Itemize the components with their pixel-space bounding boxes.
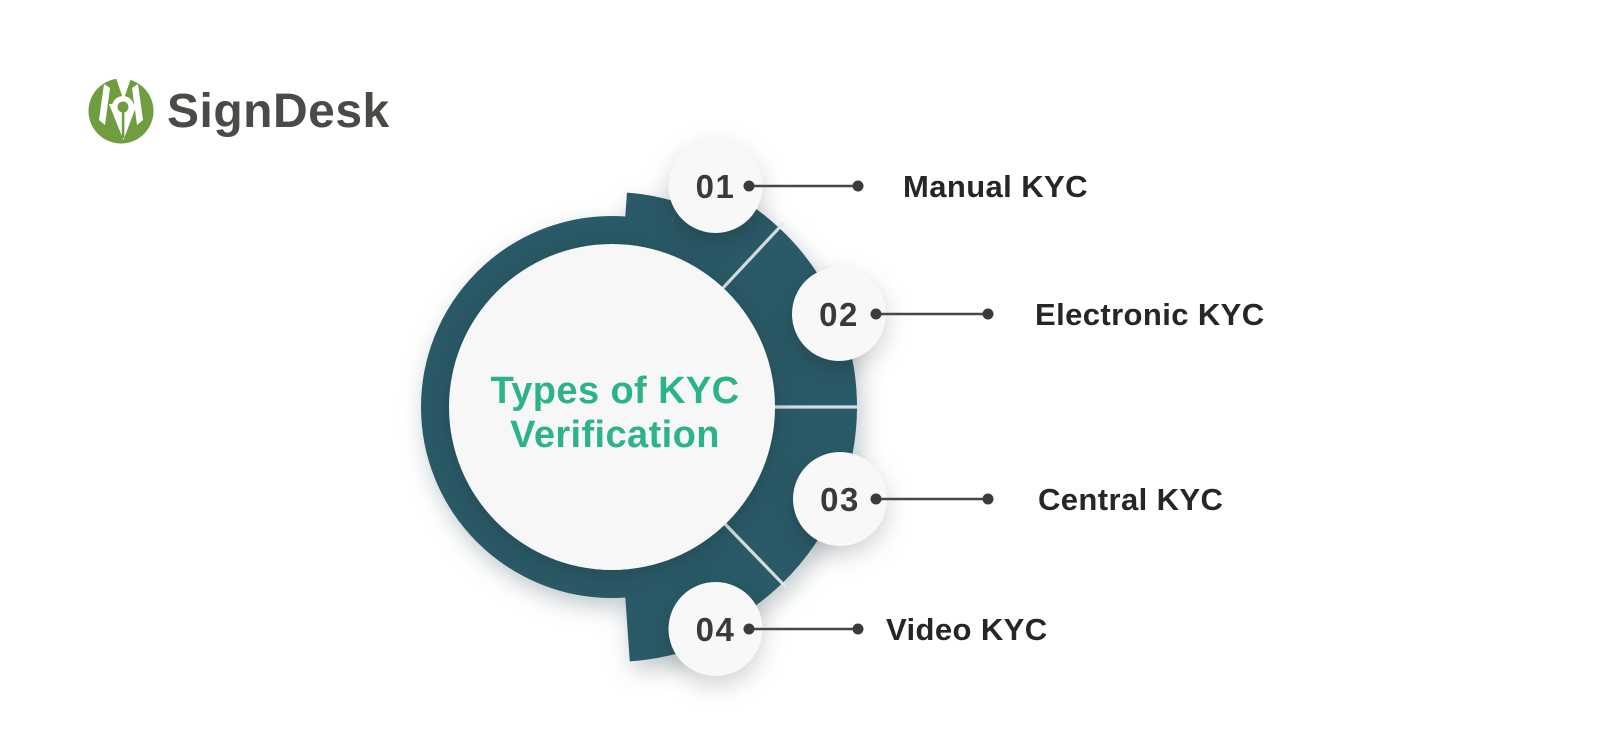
item-label-central-kyc: Central KYC	[1038, 482, 1223, 517]
node-number-04: 04	[696, 611, 736, 648]
logo-nib-dot	[117, 101, 129, 113]
connector-start-dot-04	[743, 623, 755, 635]
logo-left-slit	[99, 84, 110, 125]
diagram-title-line2: Verification	[510, 414, 720, 456]
connector-end-dot-02	[982, 308, 994, 320]
seam-bottom	[714, 513, 788, 589]
ring-tab-bottom	[622, 559, 691, 662]
kyc-item-03: 03 Central KYC	[793, 452, 1223, 546]
seam-top	[712, 222, 785, 299]
node-circle-03	[793, 452, 887, 546]
logo-text: SignDesk	[167, 84, 390, 138]
node-number-01: 01	[696, 168, 736, 205]
connector-end-dot-04	[852, 623, 864, 635]
connector-start-dot-02	[870, 308, 882, 320]
connector-end-dot-03	[982, 493, 994, 505]
logo-nib-stem	[121, 112, 125, 138]
node-circle-01	[668, 139, 763, 233]
center-circle	[449, 244, 775, 570]
connector-end-dot-01	[852, 180, 864, 192]
kyc-item-01: 01 Manual KYC	[668, 139, 1088, 233]
item-label-electronic-kyc: Electronic KYC	[1035, 297, 1265, 332]
connector-start-dot-01	[743, 180, 755, 192]
kyc-item-04: 04 Video KYC	[668, 582, 1048, 676]
node-circle-04	[668, 582, 763, 676]
signdesk-pen-icon	[88, 78, 154, 144]
item-label-video-kyc: Video KYC	[886, 612, 1048, 647]
item-label-manual-kyc: Manual KYC	[903, 169, 1088, 204]
node-circle-02	[792, 267, 886, 361]
node-number-03: 03	[820, 481, 860, 518]
signdesk-logo: SignDesk	[88, 78, 390, 144]
node-number-02: 02	[819, 296, 859, 333]
petal-seams	[712, 222, 858, 589]
kyc-item-02: 02 Electronic KYC	[792, 267, 1265, 361]
diagram-title-line1: Types of KYC	[490, 370, 739, 412]
logo-right-slit	[132, 84, 143, 125]
logo-top-notch	[116, 78, 131, 100]
connector-start-dot-03	[870, 493, 882, 505]
